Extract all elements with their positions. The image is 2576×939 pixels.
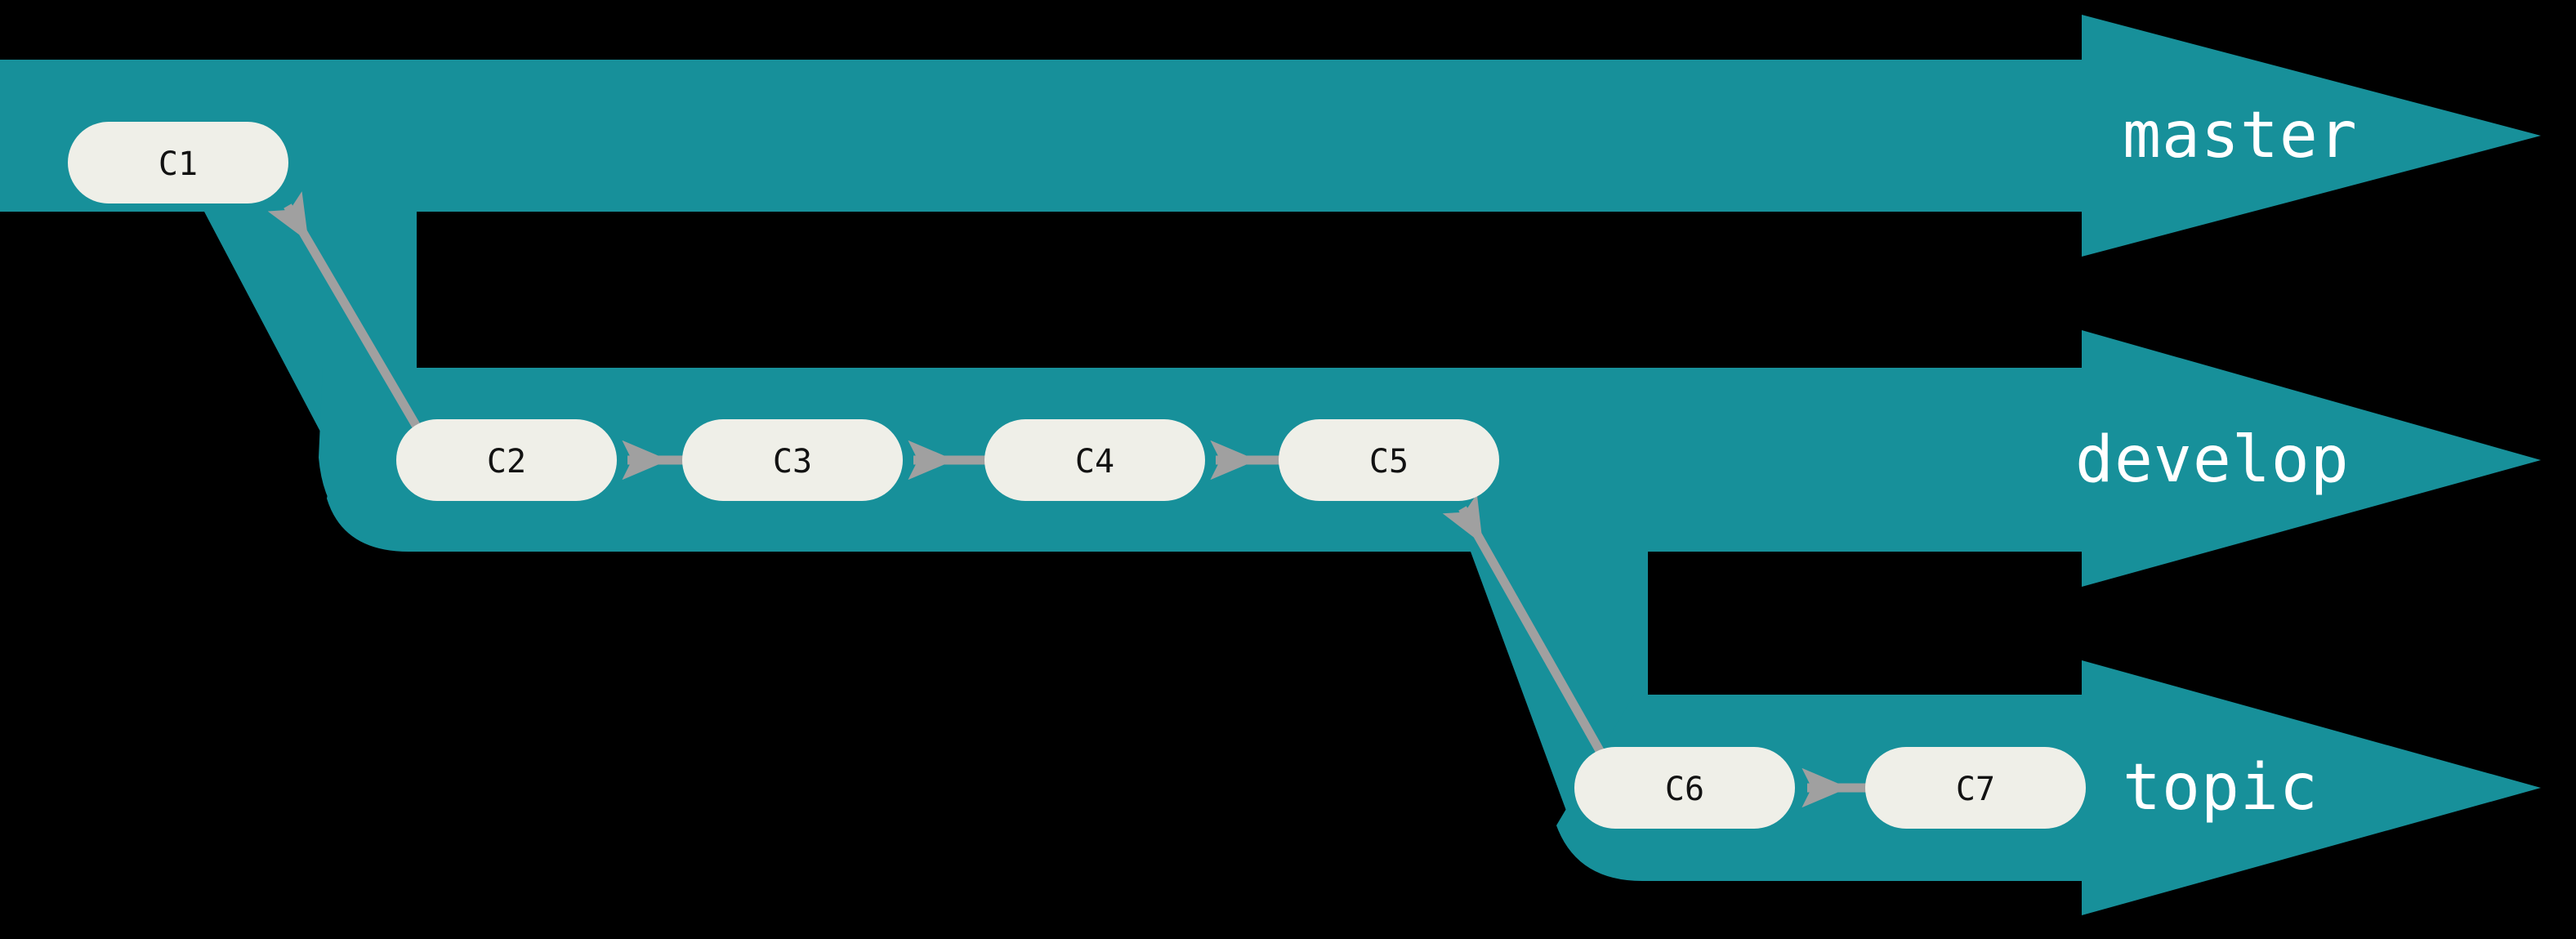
commit-node-c3-label: C3	[773, 443, 812, 481]
parent-arrow-c2-to-c1	[267, 191, 421, 429]
branch-band-master	[0, 60, 2124, 212]
commit-node-c5-shape[interactable]	[1279, 419, 1499, 501]
branch-arrowhead-develop	[2082, 330, 2541, 587]
branch-label-topic: topic	[2123, 751, 2319, 825]
branch-arrowheads-group	[2082, 15, 2541, 915]
branch-label-develop: develop	[2075, 423, 2350, 497]
commit-node-c6-shape[interactable]	[1574, 747, 1795, 829]
commit-node-c4-shape[interactable]	[984, 419, 1205, 501]
commit-node-c2-shape[interactable]	[396, 419, 617, 501]
commit-node-c4-label: C4	[1075, 443, 1114, 481]
commit-node-c5[interactable]: C5	[1279, 419, 1499, 501]
commit-node-c7-label: C7	[1956, 771, 1995, 808]
branch-arrowhead-master	[2082, 15, 2541, 257]
commit-node-c2[interactable]: C2	[396, 419, 617, 501]
branch-arrowhead-topic	[2082, 660, 2541, 915]
branch-label-master: master	[2123, 99, 2358, 172]
commit-nodes-group: C1 C2 C3 C4 C5 C6	[68, 122, 2086, 829]
commit-node-c1-shape[interactable]	[68, 122, 288, 203]
commit-node-c1-label: C1	[158, 145, 198, 183]
commit-node-c6[interactable]: C6	[1574, 747, 1795, 829]
commit-node-c3-shape[interactable]	[682, 419, 903, 501]
branch-labels-group: master develop topic	[2075, 99, 2358, 825]
commit-parent-arrows-group	[267, 191, 1866, 808]
commit-node-c3[interactable]: C3	[682, 419, 903, 501]
parent-arrow-c6-to-c5	[1442, 494, 1605, 756]
commit-node-c1[interactable]: C1	[68, 122, 288, 203]
commit-node-c6-label: C6	[1665, 771, 1704, 808]
commit-node-c7[interactable]: C7	[1865, 747, 2086, 829]
commit-node-c4[interactable]: C4	[984, 419, 1205, 501]
commit-node-c7-shape[interactable]	[1865, 747, 2086, 829]
branch-band-develop-round-start	[319, 368, 458, 552]
commit-node-c2-label: C2	[487, 443, 526, 481]
commit-node-c5-label: C5	[1369, 443, 1409, 481]
